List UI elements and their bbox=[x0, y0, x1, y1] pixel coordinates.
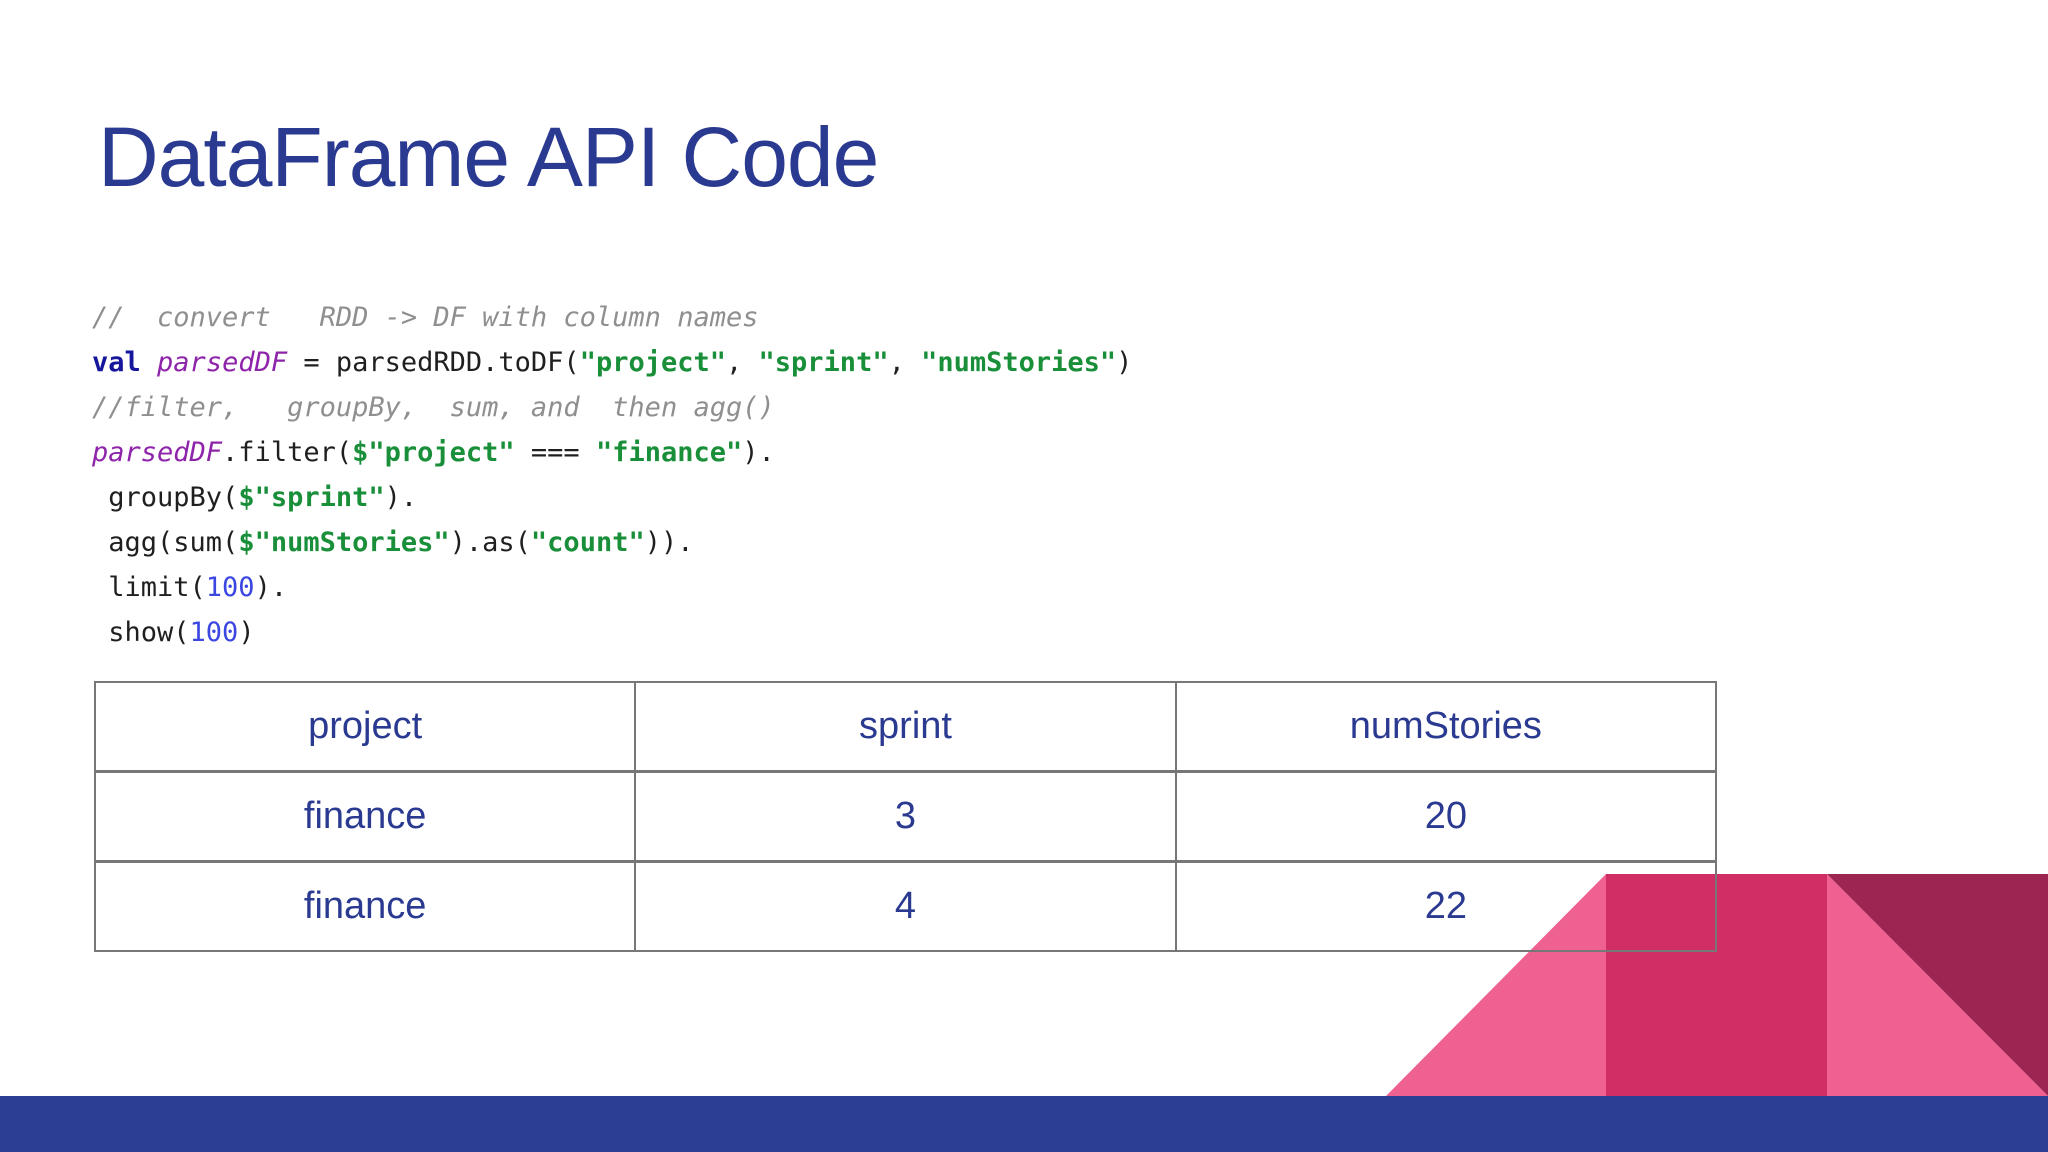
code-token-plain: )). bbox=[644, 527, 694, 558]
code-token-plain: .filter( bbox=[222, 437, 353, 468]
code-token-string: "sprint" bbox=[758, 347, 889, 378]
table-cell: 22 bbox=[1174, 860, 1718, 952]
code-token-plain: limit( bbox=[92, 572, 206, 603]
code-line: //filter, groupBy, sum, and then agg() bbox=[92, 385, 1132, 430]
code-token-keyword: val bbox=[92, 347, 141, 378]
code-token-plain: , bbox=[726, 347, 759, 378]
code-line: parsedDF.filter($"project" === "finance"… bbox=[92, 430, 1132, 475]
code-line: // convert RDD -> DF with column names bbox=[92, 295, 1132, 340]
code-token-string: "count" bbox=[530, 527, 645, 558]
code-line: val parsedDF = parsedRDD.toDF("project",… bbox=[92, 340, 1132, 385]
code-token-plain: ). bbox=[384, 482, 418, 513]
code-token-number: 100 bbox=[205, 572, 255, 603]
code-token-plain bbox=[141, 347, 157, 378]
code-token-identifier: parsedDF bbox=[92, 437, 223, 468]
code-token-string: "finance" bbox=[595, 437, 743, 468]
code-token-plain: ). bbox=[742, 437, 775, 468]
code-line: agg(sum($"numStories").as("count")). bbox=[92, 520, 1132, 565]
table-header-cell: numStories bbox=[1174, 681, 1718, 773]
code-token-number: 100 bbox=[189, 617, 239, 648]
code-token-identifier: parsedDF bbox=[157, 347, 288, 378]
slide-title: DataFrame API Code bbox=[98, 110, 879, 204]
table-cell: finance bbox=[93, 860, 637, 952]
table-cell: 4 bbox=[634, 860, 1177, 952]
code-token-plain: ). bbox=[254, 572, 288, 603]
code-token-comment: //filter, groupBy, sum, and then agg() bbox=[92, 392, 775, 423]
table-cell: finance bbox=[93, 770, 637, 863]
code-token-plain: ).as( bbox=[449, 527, 531, 558]
code-token-plain: , bbox=[888, 347, 922, 378]
code-token-plain: ) bbox=[1116, 347, 1133, 378]
code-block: // convert RDD -> DF with column names va… bbox=[92, 295, 1132, 655]
code-token-plain: agg(sum( bbox=[92, 527, 239, 558]
code-line: groupBy($"sprint"). bbox=[92, 475, 1132, 520]
footer-bar bbox=[0, 1096, 2048, 1152]
code-line: show(100) bbox=[92, 610, 1132, 655]
code-token-string: $"project" bbox=[352, 437, 515, 468]
code-token-comment: // convert RDD -> DF with column names bbox=[92, 302, 759, 333]
table-header-cell: sprint bbox=[634, 681, 1177, 773]
code-token-string: $"numStories" bbox=[238, 527, 450, 558]
code-token-string: "project" bbox=[579, 347, 727, 378]
code-token-plain: show( bbox=[92, 617, 190, 648]
code-line: limit(100). bbox=[92, 565, 1132, 610]
code-token-plain: === bbox=[514, 437, 596, 468]
table-header-cell: project bbox=[93, 681, 637, 773]
code-token-plain: groupBy( bbox=[92, 482, 239, 513]
code-token-string: $"sprint" bbox=[238, 482, 385, 513]
code-token-plain: ) bbox=[238, 617, 255, 648]
code-token-plain: = parsedRDD.toDF( bbox=[287, 347, 580, 378]
table-cell: 20 bbox=[1174, 770, 1718, 863]
table-cell: 3 bbox=[634, 770, 1177, 863]
code-token-string: "numStories" bbox=[921, 347, 1117, 378]
